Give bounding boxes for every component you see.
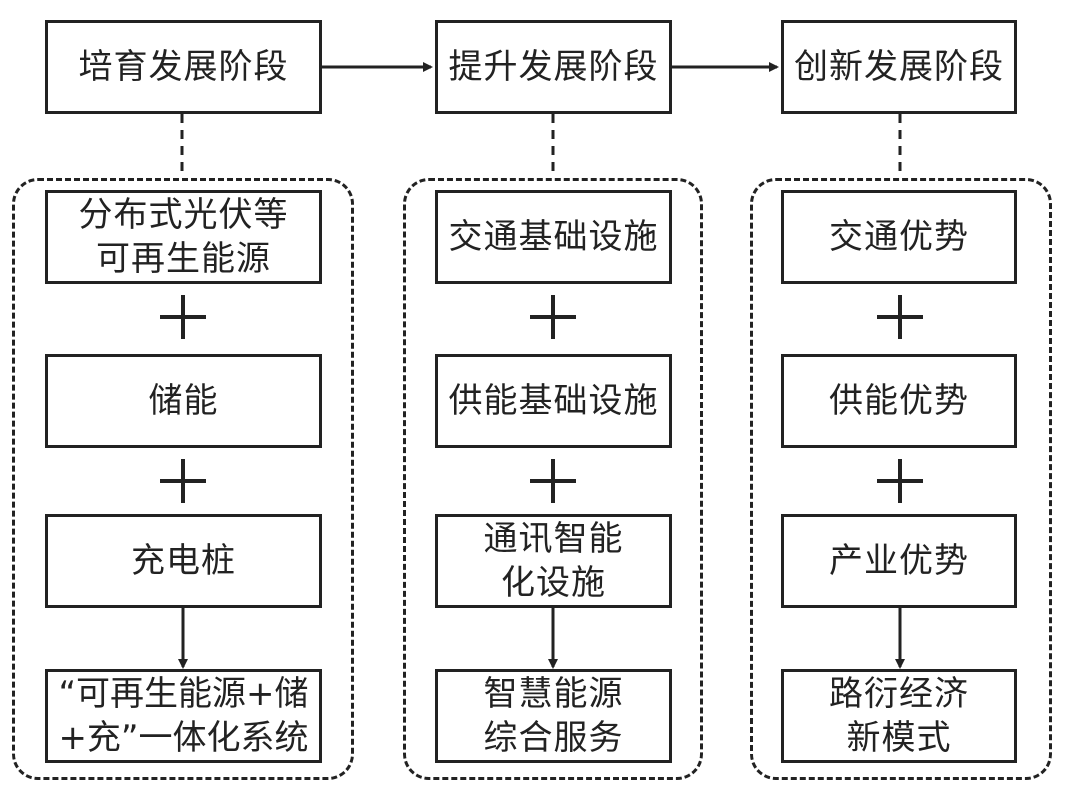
plus-icon <box>530 459 576 503</box>
stage-2-title: 提升发展阶段 <box>435 20 672 114</box>
stage-2-group <box>403 178 703 780</box>
plus-icon <box>160 459 206 503</box>
stage-3-group <box>750 178 1052 780</box>
stage-2-item-energy-infra: 供能基础设施 <box>435 354 672 448</box>
stage-1-item-storage: 储能 <box>45 354 322 448</box>
plus-icon <box>877 459 923 503</box>
stage-1-item-charging: 充电桩 <box>45 514 322 608</box>
stage-1-result: “可再生能源+储+充”一体化系统 <box>45 669 322 763</box>
plus-icon <box>160 295 206 339</box>
stage-3-result: 路衍经济新模式 <box>781 669 1017 763</box>
stage-3-item-industry-adv: 产业优势 <box>781 514 1017 608</box>
stage-1-item-renewables: 分布式光伏等可再生能源 <box>45 190 322 284</box>
stage-1-title: 培育发展阶段 <box>45 20 322 114</box>
stage-2-result: 智慧能源综合服务 <box>435 669 672 763</box>
stage-3-title: 创新发展阶段 <box>781 20 1017 114</box>
stage-3-item-energy-adv: 供能优势 <box>781 354 1017 448</box>
plus-icon <box>530 295 576 339</box>
stage-3-item-transport-adv: 交通优势 <box>781 190 1017 284</box>
stage-1-group <box>12 178 354 780</box>
plus-icon <box>877 295 923 339</box>
stage-2-item-smart-comm: 通讯智能化设施 <box>435 514 672 608</box>
stage-2-item-transport-infra: 交通基础设施 <box>435 190 672 284</box>
